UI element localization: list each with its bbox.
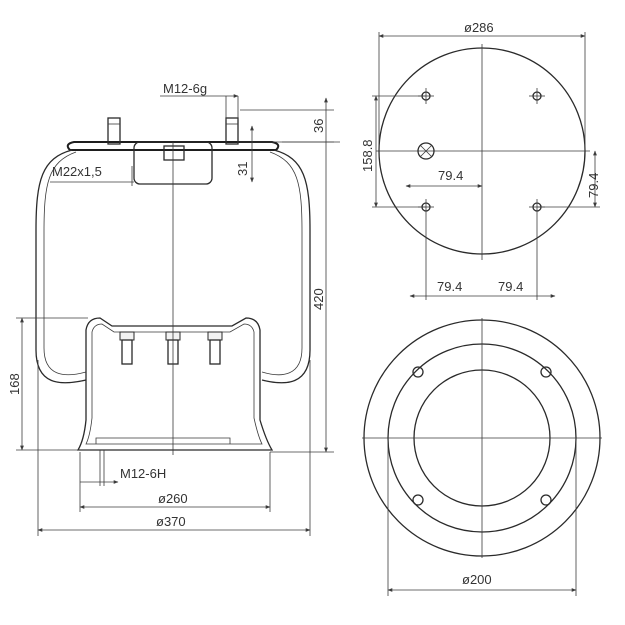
piston-bolts xyxy=(119,331,223,365)
label-dim-79-4-inner: 79.4 xyxy=(438,168,463,183)
side-view: M12-6g M22x1,5 36 31 420 168 M12-6H ø260… xyxy=(7,81,340,536)
label-height-168: 168 xyxy=(7,373,22,395)
piston-outline xyxy=(76,317,274,451)
label-dim-158-8: 158.8 xyxy=(360,139,375,172)
label-height-31: 31 xyxy=(235,162,250,176)
bottom-mount-holes xyxy=(412,366,552,506)
label-dia-286: ø286 xyxy=(464,20,494,35)
air-fitting-nut xyxy=(163,145,185,161)
bellows-inner-line xyxy=(43,151,87,376)
label-thread-bottom: M12-6H xyxy=(120,466,166,481)
label-thread-air: M22x1,5 xyxy=(52,164,102,179)
label-dia-370: ø370 xyxy=(156,514,186,529)
label-height-36: 36 xyxy=(311,119,326,133)
label-dim-79-4-right: 79.4 xyxy=(586,173,601,198)
label-dia-260: ø260 xyxy=(158,491,188,506)
label-dim-79-4-bottom-right: 79.4 xyxy=(498,279,523,294)
label-thread-top: M12-6g xyxy=(163,81,207,96)
top-stud-left xyxy=(107,117,121,145)
bottom-view: ø200 xyxy=(362,318,602,596)
bellows-outline xyxy=(35,149,87,384)
label-dia-200: ø200 xyxy=(462,572,492,587)
label-height-420: 420 xyxy=(311,288,326,310)
piston-inner-line xyxy=(85,323,263,445)
piston-base xyxy=(95,437,231,444)
air-inlet xyxy=(417,142,435,160)
top-mount-holes xyxy=(418,88,545,215)
bellows-outline-right xyxy=(261,149,311,384)
label-dim-79-4-bottom-left: 79.4 xyxy=(437,279,462,294)
top-stud-right xyxy=(225,117,239,145)
top-view: ø286 158.8 79.4 79.4 79.4 79.4 xyxy=(360,20,601,300)
bellows-inner-line-right xyxy=(261,151,303,376)
